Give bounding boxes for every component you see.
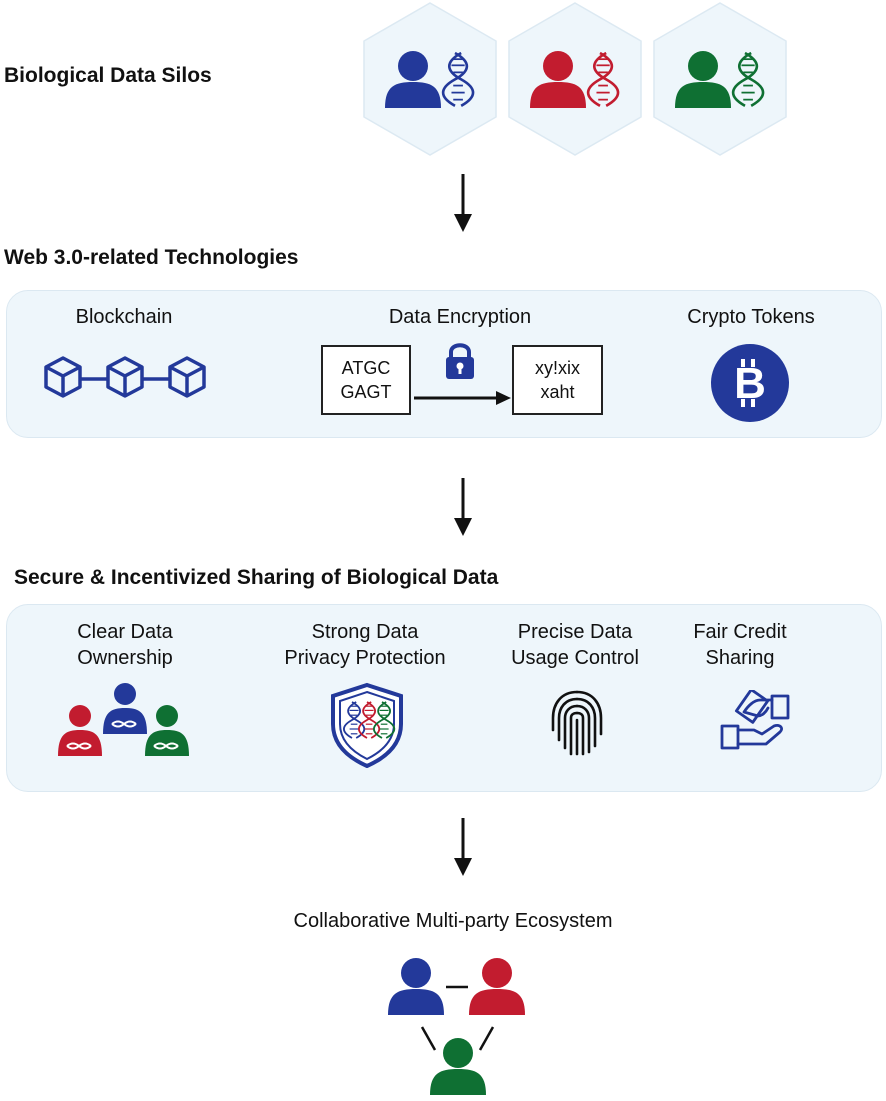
usage-label: Precise Data Usage Control: [495, 619, 655, 671]
usage-line-2: Usage Control: [511, 647, 639, 669]
ownership-line-1: Clear Data: [77, 621, 173, 643]
svg-text:B: B: [734, 359, 766, 408]
privacy-line-1: Strong Data: [311, 621, 419, 643]
shield-icon: [331, 682, 403, 768]
ciphertext-line-2: xaht: [540, 382, 575, 402]
person-icon: [103, 683, 147, 734]
lock-icon: [446, 343, 474, 379]
ownership-people-icon: [58, 683, 189, 756]
credit-label: Fair Credit Sharing: [680, 619, 800, 671]
data-silos-group: [363, 2, 787, 156]
plaintext-line-1: ATGC: [341, 358, 391, 378]
arrow-down-icon: [452, 174, 474, 234]
tokens-label: Crypto Tokens: [687, 306, 815, 328]
silos-title: Biological Data Silos: [4, 64, 212, 87]
person-icon: [388, 958, 444, 1015]
privacy-label: Strong Data Privacy Protection: [265, 619, 465, 671]
privacy-line-2: Privacy Protection: [284, 647, 446, 669]
person-icon: [430, 1038, 486, 1095]
person-icon: [145, 705, 189, 756]
plaintext-line-2: GAGT: [340, 382, 392, 402]
encryption-arrow-icon: [414, 391, 511, 405]
ownership-label: Clear Data Ownership: [45, 619, 205, 671]
ownership-line-2: Ownership: [77, 647, 173, 669]
web3-title: Web 3.0-related Technologies: [4, 246, 299, 269]
person-icon: [469, 958, 525, 1015]
silo-red: [508, 2, 642, 156]
silo-blue: [363, 2, 497, 156]
bitcoin-icon: B: [711, 344, 789, 422]
ciphertext-line-1: xy!xix: [535, 358, 580, 378]
arrow-down-icon: [452, 818, 474, 878]
sharing-panel: [6, 604, 882, 792]
encryption-label: Data Encryption: [388, 306, 532, 328]
blockchain-icon: [44, 356, 206, 398]
blockchain-label: Blockchain: [75, 306, 173, 328]
person-icon: [58, 705, 102, 756]
arrow-down-icon: [452, 478, 474, 538]
sharing-title: Secure & Incentivized Sharing of Biologi…: [14, 566, 499, 589]
usage-line-1: Precise Data: [517, 621, 633, 643]
credit-line-1: Fair Credit: [693, 621, 787, 643]
ecosystem-title: Collaborative Multi-party Ecosystem: [293, 910, 613, 932]
handshake-money-icon: [720, 690, 790, 750]
silo-green: [653, 2, 787, 156]
credit-line-2: Sharing: [705, 647, 775, 669]
fingerprint-icon: [551, 690, 603, 756]
plaintext-box: ATGC GAGT: [321, 345, 411, 415]
ecosystem-network-icon: [388, 958, 525, 1095]
ciphertext-box: xy!xix xaht: [512, 345, 603, 415]
